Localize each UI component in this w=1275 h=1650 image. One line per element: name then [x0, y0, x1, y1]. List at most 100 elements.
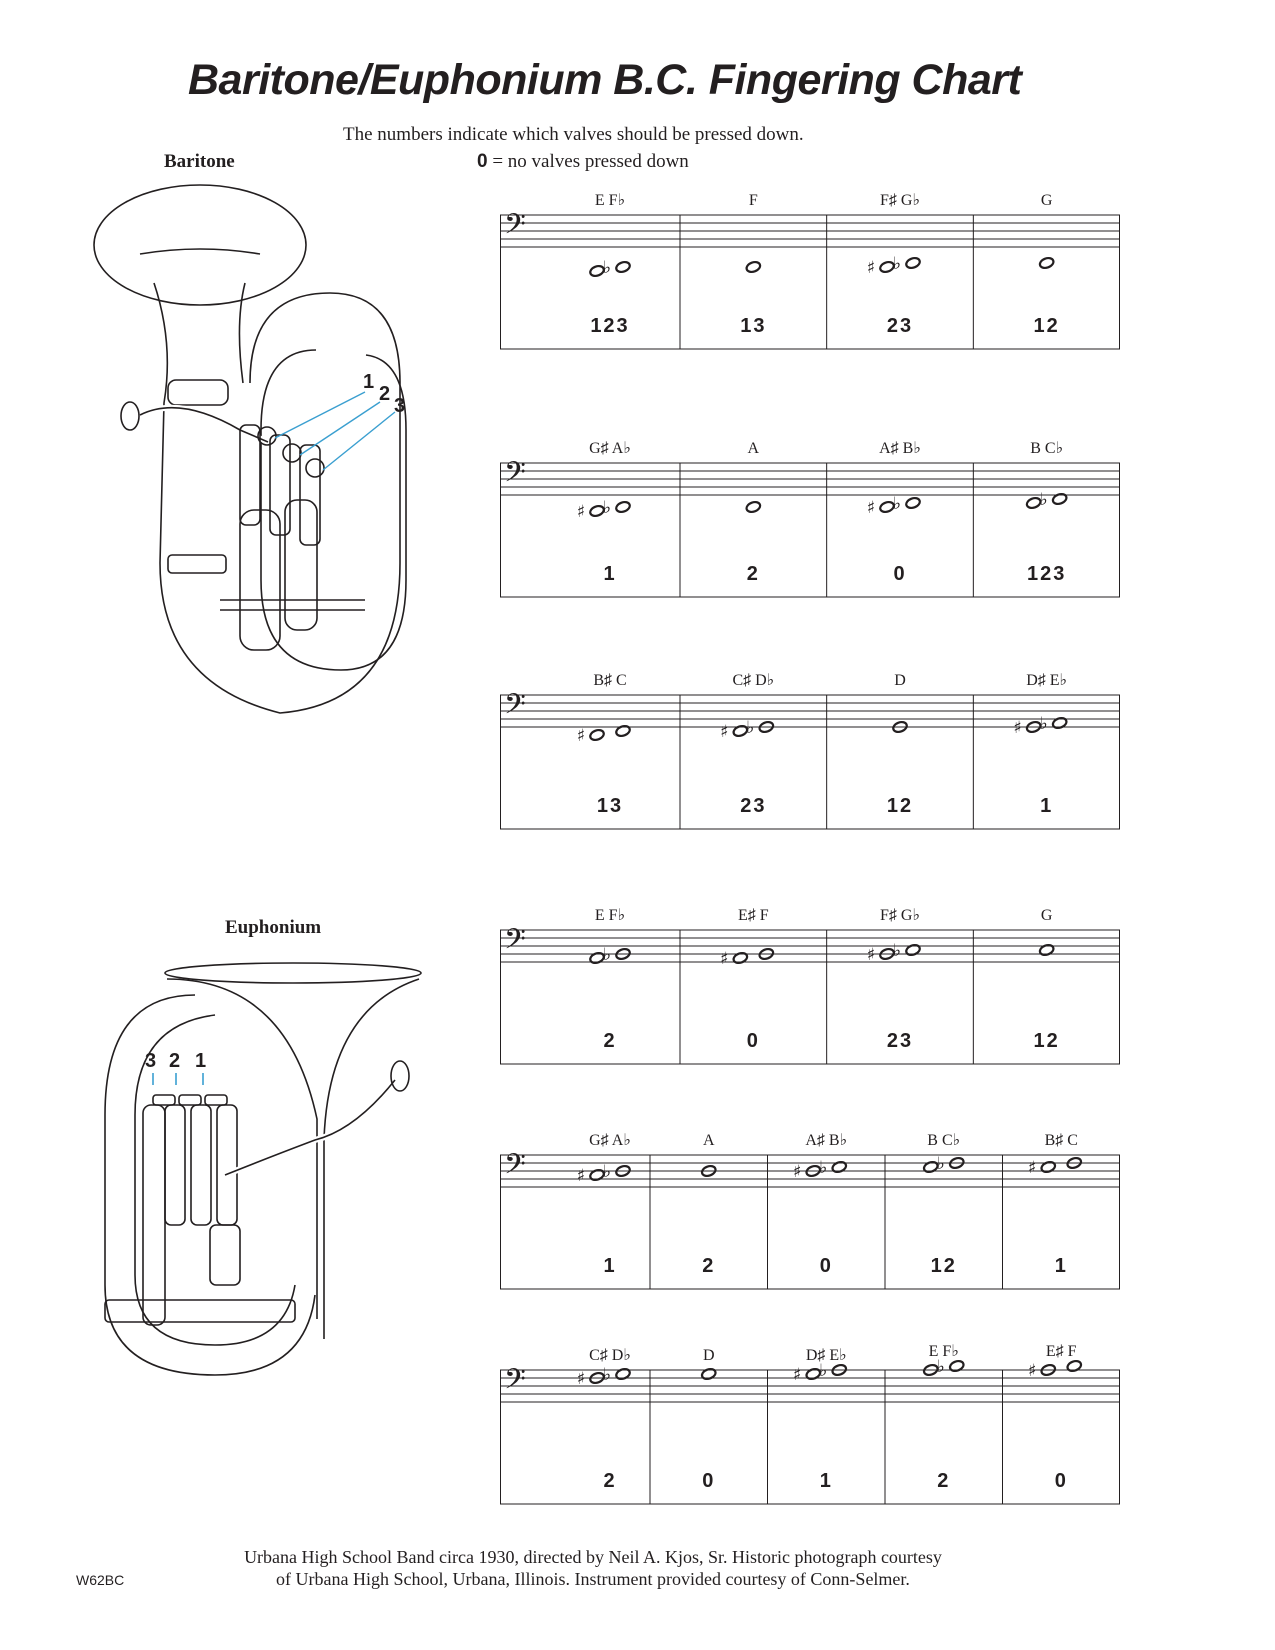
euphonium-valve-2-label: 2 — [169, 1050, 180, 1072]
cell-grid — [500, 462, 1120, 598]
baritone-illustration: 1 2 3 — [93, 184, 407, 714]
sharp-icon: ♯ — [793, 1365, 801, 1385]
note-name-label: F♯ G♭ — [880, 907, 920, 924]
note-name-label: D♯ E♭ — [806, 1347, 847, 1364]
whole-note — [905, 256, 921, 270]
note-name-label: D — [703, 1347, 715, 1364]
whole-note — [1025, 720, 1042, 734]
bass-clef-icon: 𝄢 — [504, 1363, 526, 1403]
note-name-label: E F♭ — [929, 1343, 959, 1360]
cell-grid — [500, 1369, 1120, 1505]
cell-grid — [500, 214, 1120, 350]
flat-icon: ♭ — [603, 258, 611, 278]
note-name-label: C♯ D♭ — [589, 1347, 631, 1364]
whole-note — [700, 1164, 717, 1178]
whole-note — [1025, 496, 1042, 510]
whole-note — [1040, 1363, 1057, 1377]
flat-icon: ♭ — [893, 941, 901, 961]
note-name-label: E F♭ — [595, 907, 625, 924]
whole-note — [805, 1164, 822, 1178]
whole-note — [1040, 1160, 1057, 1174]
flat-icon: ♭ — [746, 718, 754, 738]
note-name-label: E♯ F — [1046, 1343, 1077, 1360]
flat-icon: ♭ — [603, 1365, 611, 1385]
fingering-number: 12 — [1034, 1030, 1060, 1052]
note-name-label: A — [748, 440, 760, 457]
sharp-icon: ♯ — [577, 1369, 585, 1389]
fingering-number: 23 — [887, 1030, 913, 1052]
whole-note — [589, 264, 605, 278]
whole-note — [589, 728, 605, 742]
flat-icon: ♭ — [819, 1361, 827, 1381]
flat-icon: ♭ — [603, 498, 611, 518]
euphonium-label: Euphonium — [225, 917, 322, 938]
bass-clef-icon: 𝄢 — [504, 208, 526, 248]
whole-note — [948, 1156, 965, 1170]
fingering-number: 2 — [937, 1470, 950, 1492]
whole-note — [948, 1359, 965, 1373]
note-name-label: A♯ B♭ — [805, 1132, 847, 1149]
whole-note — [805, 1367, 822, 1381]
sharp-icon: ♯ — [793, 1162, 801, 1182]
fingering-number: 0 — [702, 1470, 715, 1492]
fingering-number: 2 — [747, 563, 760, 585]
whole-note — [905, 496, 921, 510]
fingering-number: 1 — [603, 563, 616, 585]
fingering-number: 0 — [747, 1030, 760, 1052]
whole-note — [615, 1367, 631, 1381]
note-name-label: G♯ A♭ — [589, 1132, 631, 1149]
fingering-number: 1 — [1040, 795, 1053, 817]
legend-line: 0 = no valves pressed down — [477, 151, 689, 173]
bass-clef-icon: 𝄢 — [504, 923, 526, 963]
whole-note — [589, 1168, 605, 1182]
fingering-number: 2 — [702, 1255, 715, 1277]
photo-credit-line-1: Urbana High School Band circa 1930, dire… — [244, 1547, 942, 1567]
photo-credit-line-2: of Urbana High School, Urbana, Illinois.… — [276, 1569, 910, 1589]
fingering-number: 12 — [931, 1255, 957, 1277]
whole-note — [745, 260, 762, 274]
whole-note — [831, 1160, 848, 1174]
euphonium-valve-1-label: 1 — [195, 1050, 206, 1072]
whole-note — [732, 951, 749, 965]
baritone-label: Baritone — [164, 151, 235, 172]
euphonium-valve-3-label: 3 — [145, 1050, 156, 1072]
whole-note — [615, 260, 631, 274]
note-name-label: D — [894, 672, 906, 689]
fingering-number: 0 — [820, 1255, 833, 1277]
whole-note — [615, 724, 631, 738]
fingering-number: 13 — [597, 795, 623, 817]
baritone-valve-3-label: 3 — [394, 395, 405, 417]
fingering-number: 12 — [887, 795, 913, 817]
whole-note — [589, 504, 605, 518]
flat-icon: ♭ — [893, 254, 901, 274]
fingering-number: 0 — [893, 563, 906, 585]
cell-grid — [500, 929, 1120, 1065]
fingering-number: 2 — [603, 1030, 616, 1052]
fingering-number: 0 — [1055, 1470, 1068, 1492]
flat-icon: ♭ — [603, 1162, 611, 1182]
baritone-valve-1-label: 1 — [363, 371, 374, 393]
whole-note — [879, 260, 895, 274]
sharp-icon: ♯ — [867, 945, 875, 965]
sharp-icon: ♯ — [720, 949, 728, 969]
fingering-number: 1 — [820, 1470, 833, 1492]
cell-grid — [500, 694, 1120, 830]
fingering-number: 1 — [603, 1255, 616, 1277]
note-name-label: G — [1041, 907, 1053, 924]
whole-note — [831, 1363, 848, 1377]
whole-note — [1066, 1359, 1083, 1373]
sharp-icon: ♯ — [1028, 1361, 1036, 1381]
page-title: Baritone/Euphonium B.C. Fingering Chart — [188, 56, 1022, 104]
note-name-label: A♯ B♭ — [879, 440, 921, 457]
